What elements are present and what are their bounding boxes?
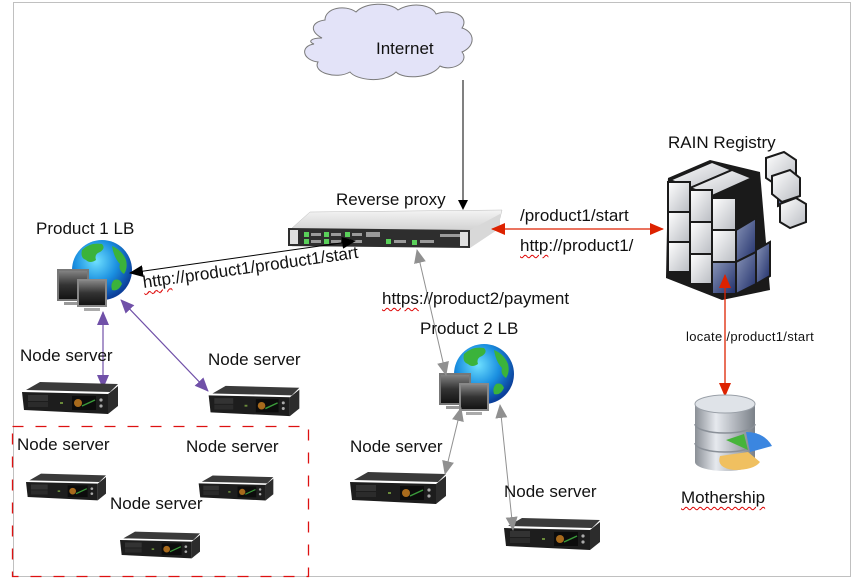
product2-node-arrow-2: [495, 404, 518, 531]
proxy-registry-request-label: /product1/start: [520, 206, 629, 225]
proxy-product2-label: https://product2/payment: [382, 289, 570, 308]
node-server-label: Node server: [504, 482, 597, 501]
proxy-product2-arrow: [414, 249, 449, 376]
node-server-label: Node server: [110, 494, 203, 513]
node-server-icon[interactable]: [198, 474, 274, 502]
node-server-icon[interactable]: [25, 473, 107, 501]
mothership-label: Mothership: [681, 488, 766, 507]
node-server-icon[interactable]: [503, 517, 601, 551]
mothership-database-icon[interactable]: [694, 394, 772, 471]
node-server-label: Node server: [208, 350, 301, 369]
node-server-label: Node server: [186, 437, 279, 456]
reverse-proxy-label: Reverse proxy: [336, 190, 446, 209]
product1-lb-label: Product 1 LB: [36, 219, 135, 238]
node-server-icon[interactable]: [349, 471, 447, 505]
node-server-icon[interactable]: [119, 531, 201, 559]
node-server-icon[interactable]: [207, 385, 301, 417]
reverse-proxy-server-icon[interactable]: [288, 209, 503, 248]
node-server-label: Node server: [350, 437, 443, 456]
product2-lb-label: Product 2 LB: [420, 319, 519, 338]
internet-label: Internet: [376, 39, 434, 58]
node-server-label: Node server: [17, 435, 110, 454]
product1-node-arrow-2: [120, 299, 209, 392]
proxy-product1-arrow: [129, 236, 356, 278]
rain-registry-icon[interactable]: [666, 150, 807, 300]
proxy-registry-response-label: http://product1/: [520, 236, 634, 255]
node-cluster-box: [11, 425, 310, 578]
url-scheme: https: [382, 289, 419, 308]
product2-lb-icon[interactable]: [439, 343, 515, 416]
registry-mothership-label: locate /product1/start: [686, 329, 814, 344]
page-border: [13, 2, 851, 577]
internet-cloud-icon[interactable]: [304, 3, 473, 80]
url-scheme: http: [520, 236, 549, 255]
node-server-icon[interactable]: [21, 381, 119, 415]
url-scheme: http: [141, 269, 173, 292]
product2-node-arrow-1: [442, 407, 464, 475]
rain-registry-label: RAIN Registry: [668, 133, 776, 152]
node-server-label: Node server: [20, 346, 113, 365]
